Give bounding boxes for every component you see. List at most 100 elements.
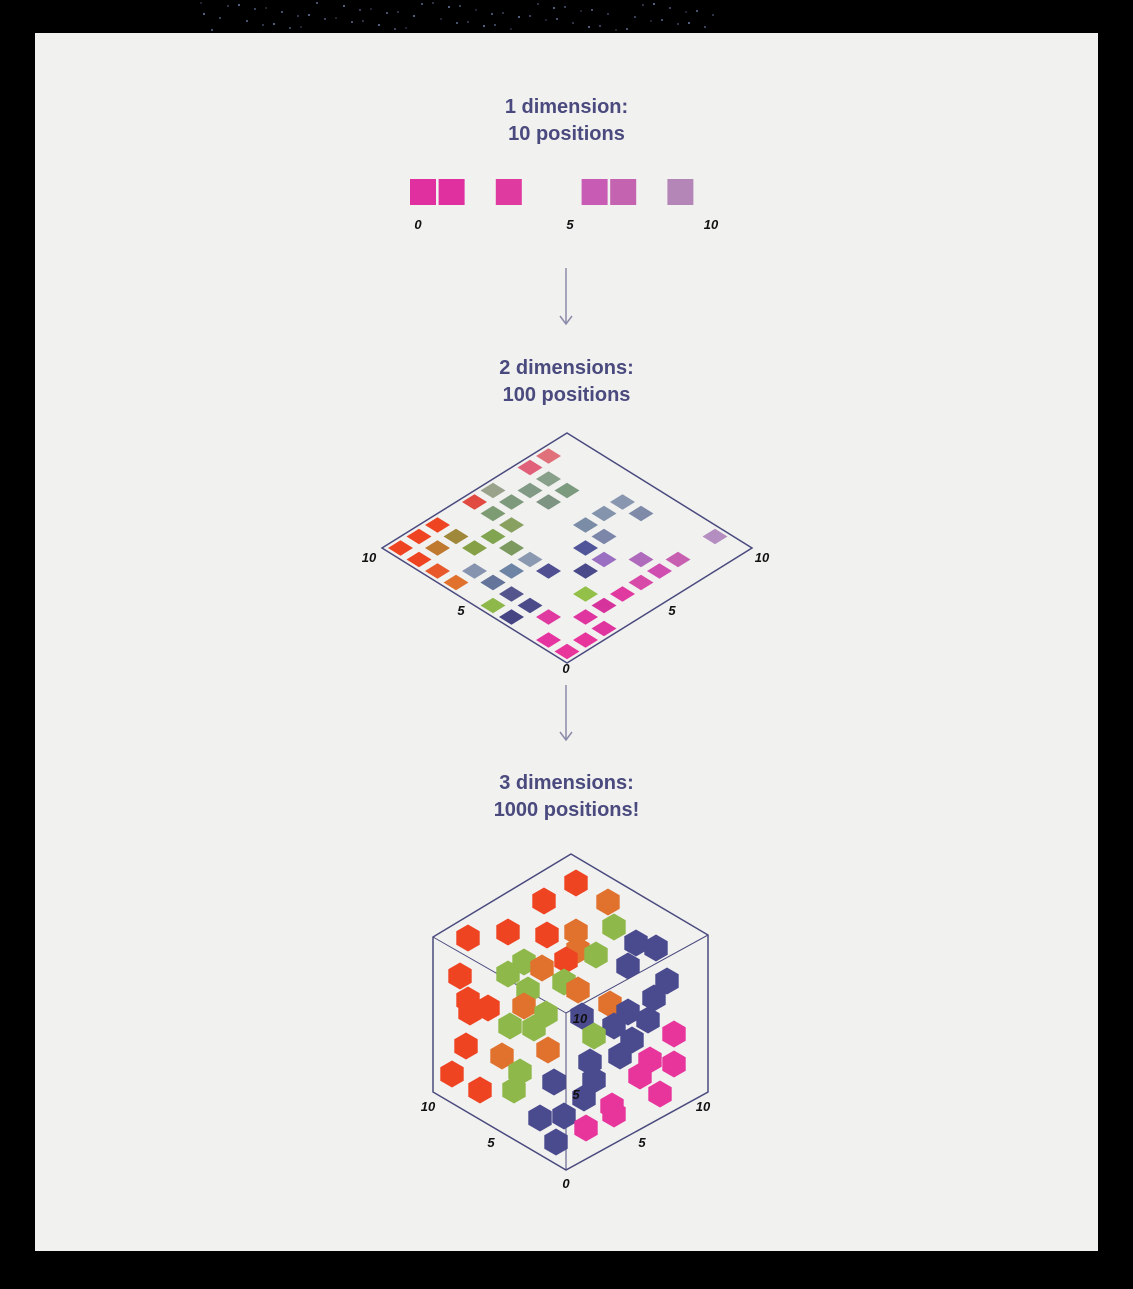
background-speck: [696, 10, 698, 12]
background-speck: [580, 10, 582, 12]
three-d-hex: [458, 998, 482, 1026]
three-d-hex: [655, 967, 679, 995]
two-d-cell: [591, 551, 617, 568]
two-d-cell: [554, 482, 580, 499]
two-d-cell: [499, 540, 524, 556]
down-arrow-icon: [559, 268, 573, 326]
one-d-square: [438, 179, 465, 205]
three-d-hex: [662, 1020, 686, 1048]
two-d-cell: [628, 574, 654, 591]
three-d-hex: [490, 1042, 514, 1070]
three-d-hex: [456, 924, 480, 952]
two-d-cell: [425, 563, 450, 579]
background-speck: [316, 2, 318, 4]
two-d-cell: [591, 597, 617, 614]
background-speck: [653, 3, 655, 5]
background-speck: [200, 2, 202, 4]
background-speck: [615, 29, 617, 31]
background-speck: [238, 4, 240, 6]
background-speck: [688, 22, 690, 24]
background-speck: [599, 25, 601, 27]
background-speck: [386, 12, 388, 14]
two-d-cell: [462, 563, 487, 579]
title-line: 1000 positions!: [493, 799, 640, 821]
background-speck: [397, 11, 399, 13]
background-speck: [669, 7, 671, 9]
two-d-cell: [499, 494, 524, 510]
background-speck: [553, 7, 555, 9]
two-d-grid-outline: [380, 432, 754, 664]
two-d-cell: [462, 494, 487, 510]
down-arrow-icon: [559, 685, 573, 742]
background-speck: [378, 24, 380, 26]
one-d-tick-0: 0: [414, 217, 422, 232]
three-d-tick-right-10: 10: [696, 1099, 711, 1114]
two-d-cell: [573, 609, 598, 625]
three-d-hex: [530, 954, 554, 982]
background-speck: [467, 21, 469, 23]
two-d-cell: [665, 551, 691, 568]
two-d-cell: [499, 563, 524, 579]
title-line: 2 dimensions:: [499, 357, 634, 379]
two-d-cell: [462, 540, 487, 556]
three-d-tick-left-10: 10: [421, 1099, 436, 1114]
background-speck: [556, 18, 558, 20]
background-speck: [254, 8, 256, 10]
two-d-cell: [517, 459, 543, 476]
three-d-hex: [542, 1068, 566, 1096]
background-speck: [273, 23, 275, 25]
section-title-1d: 1 dimension: 10 positions: [0, 94, 1133, 148]
three-d-hex: [564, 869, 588, 897]
two-d-cell: [536, 494, 561, 510]
background-speck: [456, 22, 458, 24]
background-speck: [351, 21, 353, 23]
two-d-tick-left-5: 5: [457, 603, 465, 618]
two-d-cell: [628, 505, 654, 522]
three-d-hex: [596, 888, 620, 916]
two-d-cell: [536, 563, 561, 579]
three-d-hex: [602, 1012, 626, 1040]
background-speck: [650, 20, 652, 22]
section-title-2d: 2 dimensions: 100 positions: [0, 355, 1133, 409]
two-d-cell: [480, 597, 506, 614]
three-d-tick-right-5: 5: [638, 1135, 646, 1150]
background-speck: [394, 28, 396, 30]
two-d-cell: [536, 448, 561, 464]
two-d-cell: [536, 609, 561, 625]
two-d-cell: [573, 563, 598, 579]
background-speck: [588, 26, 590, 28]
background-speck: [564, 6, 566, 8]
two-d-cell: [591, 528, 617, 545]
three-d-hex: [498, 1012, 522, 1040]
two-d-cell: [517, 597, 543, 614]
background-speck: [203, 13, 205, 15]
background-speck: [300, 26, 302, 28]
three-d-hex: [535, 921, 559, 949]
two-d-tick-origin: 0: [562, 661, 570, 676]
background-speck: [432, 2, 434, 4]
three-d-hex: [602, 913, 626, 941]
three-d-hex: [468, 1076, 492, 1104]
one-d-square: [610, 179, 637, 205]
three-d-hex: [528, 1104, 552, 1132]
background-speck: [591, 9, 593, 11]
two-d-cell: [610, 586, 635, 602]
background-speck: [459, 5, 461, 7]
three-d-hex: [662, 1050, 686, 1078]
background-speck: [297, 15, 299, 17]
background-speck: [362, 20, 364, 22]
two-d-cell: [406, 551, 432, 568]
two-d-cell: [480, 574, 506, 591]
three-d-hex: [572, 1084, 596, 1112]
one-d-square: [581, 179, 608, 205]
two-d-cell: [647, 563, 672, 579]
three-d-hex: [628, 1062, 652, 1090]
background-speck: [448, 6, 450, 8]
three-d-hex: [522, 1014, 546, 1042]
background-speck: [712, 14, 714, 16]
two-d-tick-left-10: 10: [362, 550, 377, 565]
two-d-cell: [517, 551, 543, 568]
two-d-cell: [425, 540, 450, 556]
background-speck: [529, 15, 531, 17]
